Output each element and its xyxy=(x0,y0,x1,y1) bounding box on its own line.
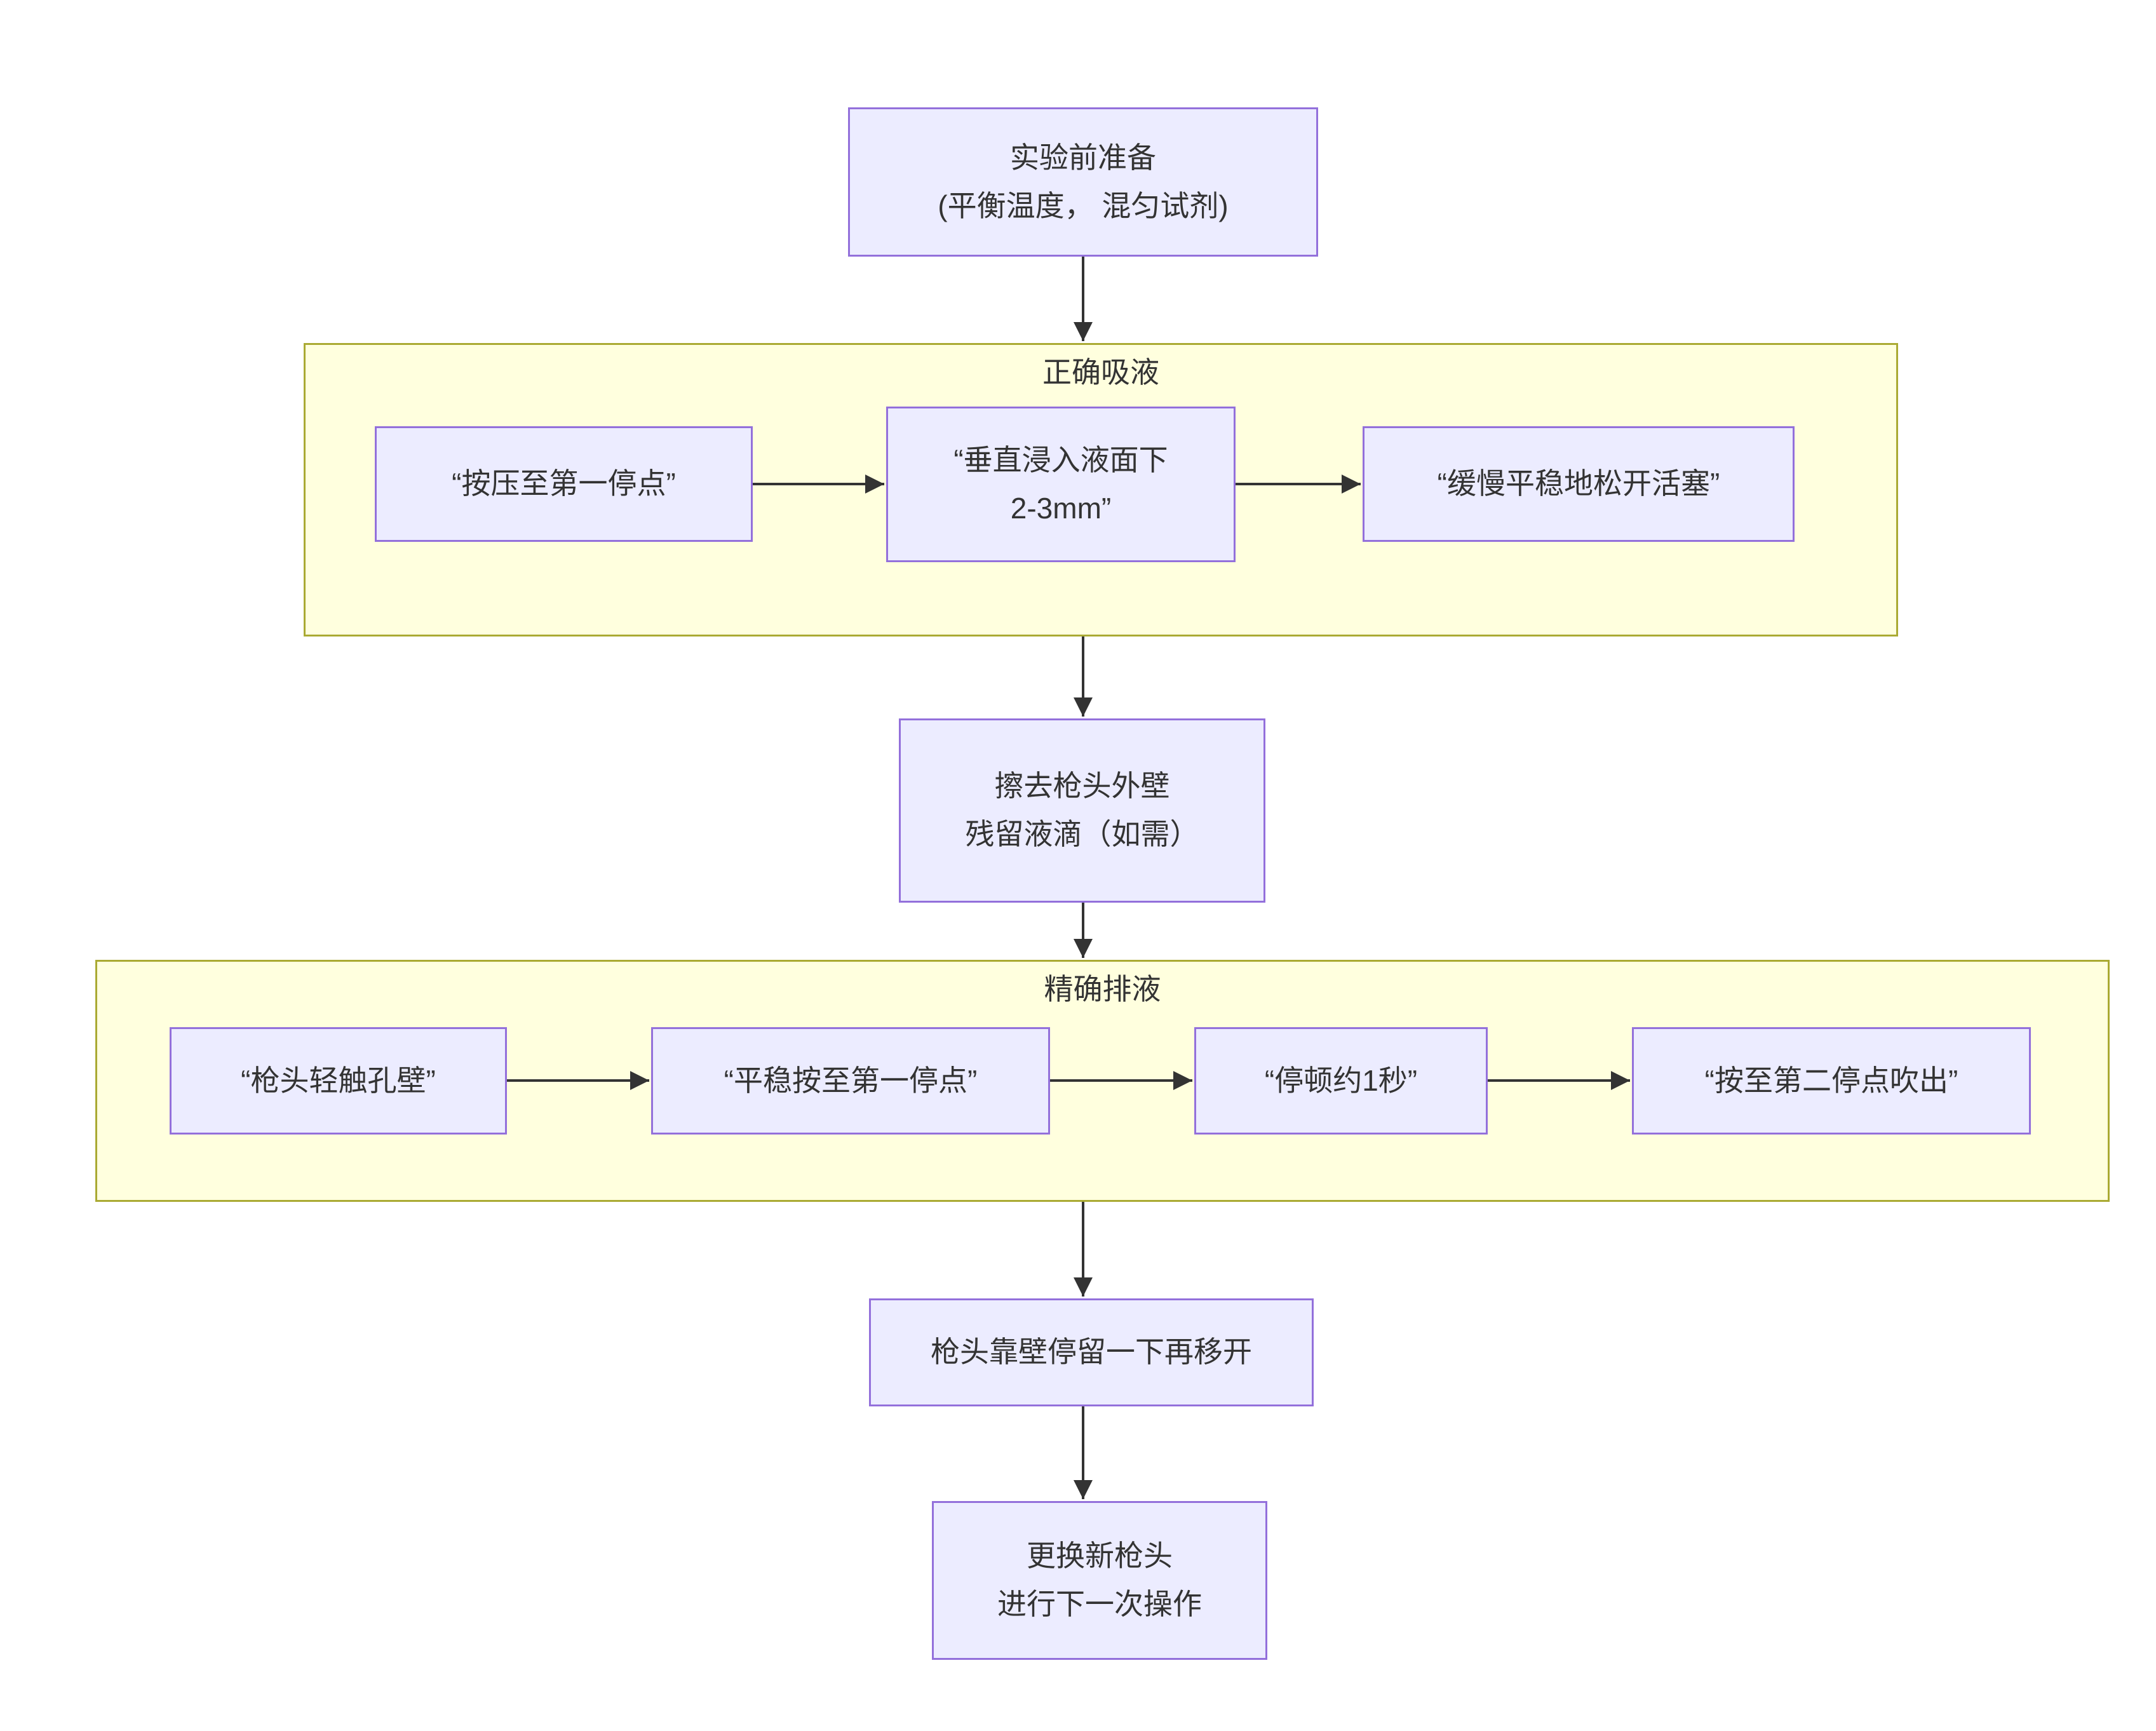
node-aspirate-immerse: “垂直浸入液面下 2-3mm” xyxy=(886,407,1236,562)
node-aspirate-immerse-line2: 2-3mm” xyxy=(1010,491,1112,525)
node-aspirate-immerse-line1: “垂直浸入液面下 xyxy=(953,443,1168,476)
node-new-tip-line2: 进行下一次操作 xyxy=(997,1587,1202,1620)
node-dispense-pause-label: “停顿约1秒” xyxy=(1264,1063,1418,1097)
node-linger: 枪头靠壁停留一下再移开 xyxy=(869,1298,1314,1406)
node-aspirate-release-label: “缓慢平稳地松开活塞” xyxy=(1437,467,1720,501)
node-dispense-touch-label: “枪头轻触孔壁” xyxy=(241,1063,436,1097)
node-wipe-line1: 擦去枪头外壁 xyxy=(994,769,1170,803)
node-dispense-blowout-label: “按至第二停点吹出” xyxy=(1704,1063,1958,1097)
node-dispense-touch: “枪头轻触孔壁” xyxy=(170,1027,507,1135)
node-wipe-line2: 残留液滴（如需） xyxy=(965,818,1199,851)
node-prep-line1: 实验前准备 xyxy=(1010,140,1156,174)
node-dispense-first-stop-label: “平稳按至第一停点” xyxy=(724,1063,978,1097)
node-new-tip-line1: 更换新枪头 xyxy=(1027,1539,1173,1573)
node-dispense-first-stop: “平稳按至第一停点” xyxy=(651,1027,1050,1135)
node-wipe: 擦去枪头外壁 残留液滴（如需） xyxy=(899,718,1265,903)
cluster-dispense-title: 精确排液 xyxy=(1044,973,1161,1006)
node-dispense-pause: “停顿约1秒” xyxy=(1194,1027,1488,1135)
node-aspirate-press: “按压至第一停点” xyxy=(375,426,753,542)
node-aspirate-release: “缓慢平稳地松开活塞” xyxy=(1363,426,1795,542)
node-prep: 实验前准备 (平衡温度， 混匀试剂) xyxy=(848,107,1318,257)
node-new-tip: 更换新枪头 进行下一次操作 xyxy=(932,1501,1267,1660)
cluster-aspirate-title: 正确吸液 xyxy=(1042,356,1159,389)
node-linger-label: 枪头靠壁停留一下再移开 xyxy=(931,1335,1252,1369)
node-dispense-blowout: “按至第二停点吹出” xyxy=(1632,1027,2031,1135)
node-prep-line2: (平衡温度， 混匀试剂) xyxy=(938,189,1229,222)
node-aspirate-press-label: “按压至第一停点” xyxy=(452,467,676,501)
